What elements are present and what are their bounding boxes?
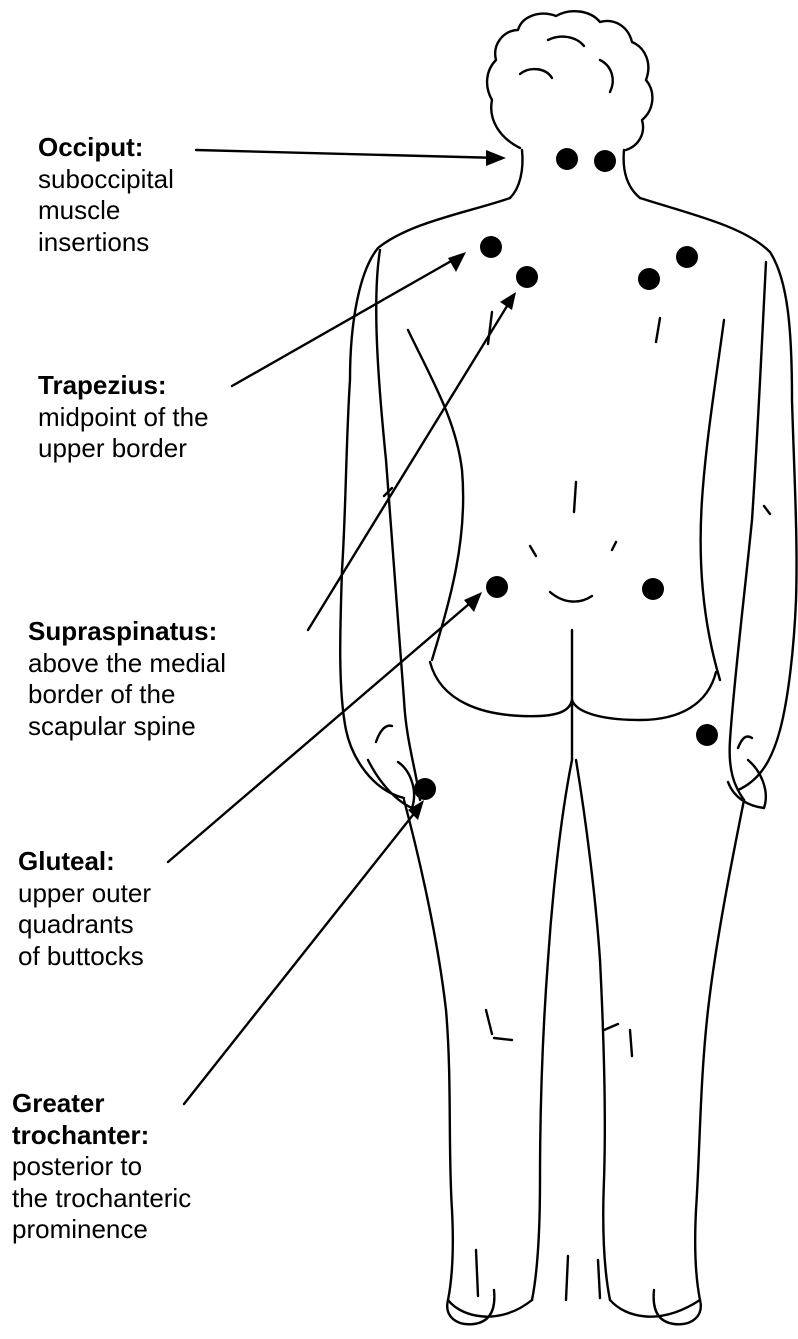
tender-point-gluteal-left	[486, 576, 508, 598]
left-leg-inner	[532, 760, 572, 1300]
supraspinatus-leader	[308, 298, 512, 630]
tender-point-trochanter-right	[696, 724, 718, 746]
label-occiput-line: insertions	[38, 227, 174, 259]
neck-right	[624, 150, 640, 198]
right-leg-outer	[654, 800, 744, 1324]
tender-point-trochanter-left	[414, 778, 436, 800]
label-gluteal-title: Gluteal:	[18, 846, 151, 878]
tender-point-occiput-right	[594, 150, 616, 172]
tender-point-supraspinatus-left	[516, 266, 538, 288]
label-gluteal: Gluteal: upper outer quadrants of buttoc…	[18, 846, 151, 972]
trochanter-leader	[184, 806, 420, 1104]
label-greater-trochanter: Greater trochanter: posterior to the tro…	[12, 1088, 191, 1246]
right-arm-inner	[730, 262, 766, 800]
label-greater-trochanter-line: the trochanteric	[12, 1183, 191, 1215]
hair-outline	[487, 11, 652, 150]
label-trapezius-line: upper border	[38, 433, 209, 465]
sacral-dimples	[530, 542, 616, 602]
label-greater-trochanter-title: Greater	[12, 1088, 191, 1120]
label-trapezius-title: Trapezius:	[38, 370, 209, 402]
tender-point-occiput-left	[556, 148, 578, 170]
supraspinatus-arrowhead	[500, 292, 516, 310]
label-greater-trochanter-line: posterior to	[12, 1151, 191, 1183]
label-gluteal-line: upper outer	[18, 878, 151, 910]
label-trapezius-line: midpoint of the	[38, 402, 209, 434]
back-right-line	[701, 320, 724, 680]
trapezius-arrowhead	[448, 252, 466, 272]
left-hand	[368, 726, 414, 808]
label-occiput-line: muscle	[38, 195, 174, 227]
label-occiput: Occiput: suboccipital muscle insertions	[38, 132, 174, 258]
left-arm-inner	[376, 250, 420, 800]
left-leg-outer	[404, 800, 494, 1324]
neck-left	[510, 150, 523, 198]
label-supraspinatus-line: scapular spine	[28, 711, 226, 743]
label-supraspinatus-line: above the medial	[28, 648, 226, 680]
label-trapezius: Trapezius: midpoint of the upper border	[38, 370, 209, 465]
back-left-line	[408, 330, 463, 660]
label-occiput-title: Occiput:	[38, 132, 174, 164]
torso-left-outline	[340, 198, 510, 798]
occiput-arrowhead	[486, 150, 506, 166]
label-supraspinatus-line: border of the	[28, 679, 226, 711]
occiput-leader	[196, 150, 500, 158]
hair-detail	[520, 37, 613, 92]
tender-point-trapezius-left	[480, 236, 502, 258]
tender-point-gluteal-right	[642, 578, 664, 600]
label-greater-trochanter-line: prominence	[12, 1214, 191, 1246]
torso-right-outline	[640, 198, 797, 790]
tender-point-trapezius-right	[676, 246, 698, 268]
label-supraspinatus-title: Supraspinatus:	[28, 616, 226, 648]
label-greater-trochanter-title: trochanter:	[12, 1120, 191, 1152]
gluteal-arrowhead	[464, 592, 482, 612]
label-occiput-line: suboccipital	[38, 164, 174, 196]
label-supraspinatus: Supraspinatus: above the medial border o…	[28, 616, 226, 742]
tender-point-supraspinatus-right	[638, 268, 660, 290]
knee-marks	[486, 1010, 632, 1056]
label-gluteal-line: quadrants	[18, 909, 151, 941]
label-gluteal-line: of buttocks	[18, 941, 151, 973]
